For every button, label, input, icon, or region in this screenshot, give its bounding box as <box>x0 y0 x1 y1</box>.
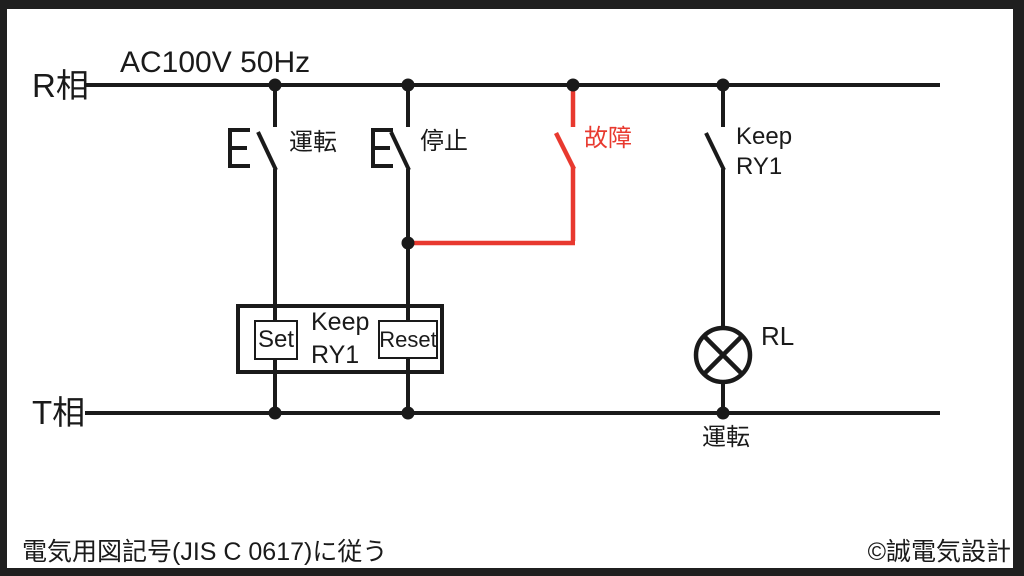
junction-dot <box>268 406 282 420</box>
keep-contact-label-line2: RY1 <box>736 153 783 180</box>
junction-dots-group <box>268 78 730 420</box>
relay-set-coil-label: Set <box>257 326 295 353</box>
relay-box-name-line2: RY1 <box>311 340 360 369</box>
relay-box-name: Keep RY1 <box>311 306 369 371</box>
keep-contact-label: Keep RY1 <box>736 122 792 182</box>
junction-dot <box>566 78 580 92</box>
stop-pushbutton-operator-icon <box>371 128 393 168</box>
stop-switch-label: 停止 <box>420 128 468 155</box>
junction-dot <box>401 406 415 420</box>
run-contact-blade <box>256 131 278 171</box>
lamp-caption-label: 運転 <box>702 424 750 451</box>
relay-reset-coil-label: Reset <box>379 326 437 352</box>
lamp-name-label: RL <box>761 321 795 351</box>
run-switch-label: 運転 <box>289 129 337 156</box>
fault-branch-group <box>410 89 577 246</box>
copyright-credit: ©誠電気設計 <box>867 538 1011 566</box>
run-pushbutton-operator-icon <box>228 128 250 168</box>
relay-set-coil-box: Set <box>254 320 298 360</box>
relay-box-name-line1: Keep <box>311 308 370 336</box>
junction-dot <box>716 78 730 92</box>
standard-note: 電気用図記号(JIS C 0617)に従う <box>22 538 388 566</box>
junction-dot <box>716 406 730 420</box>
keep-contact-label-line1: Keep <box>736 123 793 150</box>
junction-dot <box>401 78 415 92</box>
diagram-background <box>7 9 1013 568</box>
fault-contact-blade <box>553 131 577 171</box>
wires-group <box>85 83 940 415</box>
keep-contact-blade <box>704 132 726 171</box>
junction-dot <box>401 236 415 250</box>
supply-voltage-label: AC100V 50Hz <box>120 46 311 79</box>
lamp-cross-icon <box>702 334 744 376</box>
stop-contact-blade <box>389 131 411 171</box>
fault-switch-label: 故障 <box>584 125 632 152</box>
t-phase-label: T相 <box>32 394 86 431</box>
relay-box-outline <box>236 304 444 374</box>
junction-dot <box>268 78 282 92</box>
relay-reset-coil-box: Reset <box>378 320 438 359</box>
r-phase-label: R相 <box>32 67 89 104</box>
